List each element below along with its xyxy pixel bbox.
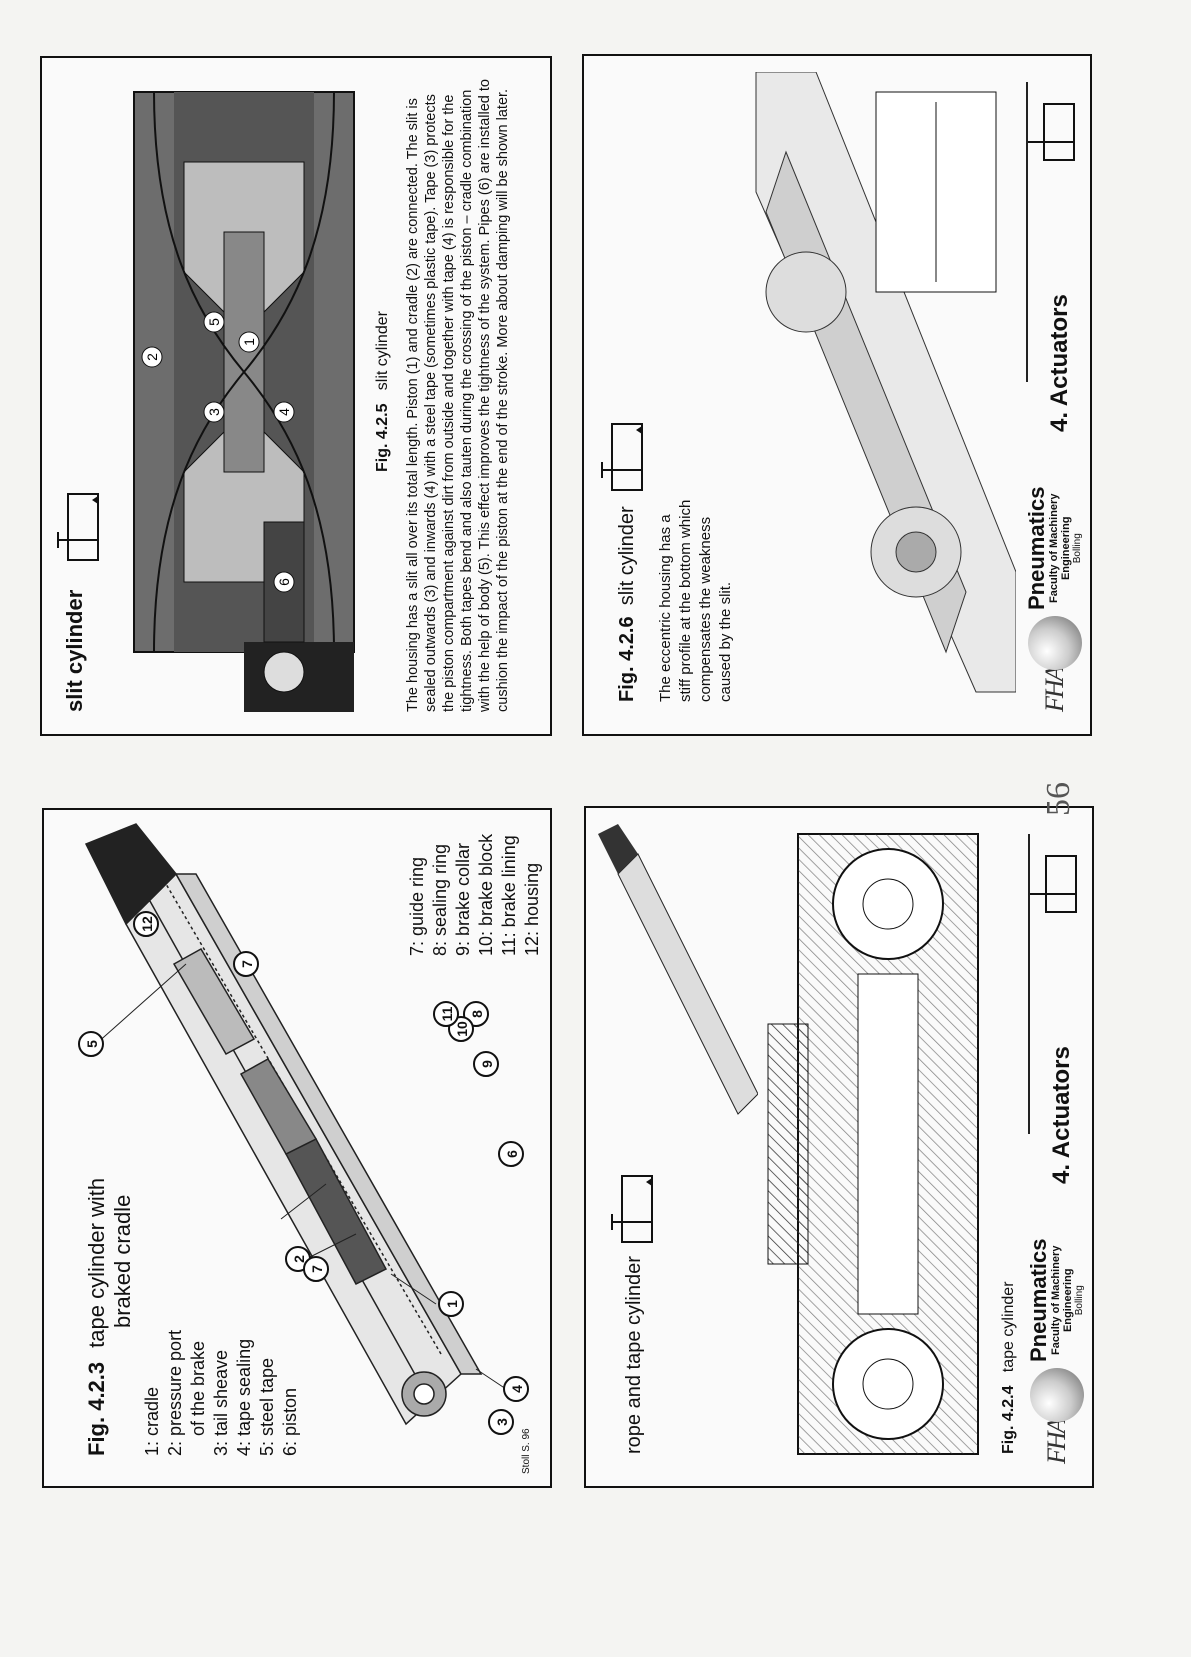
callout-3: 3	[206, 408, 222, 416]
brand-block: Pneumatics Faculty of Machinery Engineer…	[1026, 1238, 1085, 1363]
tape-cylinder-section-drawing	[767, 833, 979, 1455]
cylinder-symbol-footer	[1030, 855, 1077, 913]
cylinder-symbol	[611, 1175, 653, 1243]
slide-tape-cylinder-braked: Fig. 4.2.3tape cylinder with braked crad…	[42, 808, 552, 1488]
chapter-label: 4. Actuators	[1046, 294, 1073, 432]
slide-slit-cylinder-section: slit cylinder	[40, 56, 552, 736]
callout-4: 4	[503, 1376, 529, 1402]
callout-1: 1	[438, 1291, 464, 1317]
brand-block: Pneumatics Faculty of Machinery Engineer…	[1024, 486, 1083, 611]
cylinder-symbol-footer	[1028, 103, 1075, 161]
callout-4: 4	[276, 408, 292, 416]
callout-9: 9	[473, 1051, 499, 1077]
callout-7: 7	[233, 951, 259, 977]
slide-footer: FHA Pneumatics Faculty of Machinery Engi…	[1024, 486, 1084, 713]
slit-cylinder-section-drawing: 1 2 3 4 5 6	[133, 91, 355, 712]
page-number: 56	[1040, 782, 1077, 816]
cylinder-symbol	[57, 493, 99, 561]
callout-7: 7	[303, 1256, 329, 1282]
callout-1: 1	[241, 338, 257, 346]
fig-4-2-6-title: Fig. 4.2.6 slit cylinder	[616, 506, 638, 702]
fig-4-2-4-caption: Fig. 4.2.4 tape cylinder	[1000, 1281, 1017, 1454]
eccentric-housing-drawing	[755, 72, 1016, 693]
rope-cylinder-sketch	[598, 824, 758, 1115]
footer-rule	[1026, 82, 1028, 382]
stars-globe-icon	[1028, 616, 1082, 670]
chapter-label: 4. Actuators	[1048, 1046, 1075, 1184]
callout-5: 5	[78, 1031, 104, 1057]
credit-text: Stoll S. 96	[521, 1428, 532, 1474]
slide-footer: FHA Pneumatics Faculty of Machinery Engi…	[1026, 1238, 1086, 1465]
fha-logo: FHA	[1040, 667, 1069, 712]
tape-cylinder-drawing	[84, 823, 507, 1426]
fig-4-2-5-caption: Fig. 4.2.5 slit cylinder	[374, 311, 391, 472]
slide-rope-tape-cylinder: rope and tape cylinder	[584, 806, 1094, 1488]
callout-5: 5	[206, 318, 222, 326]
stars-globe-icon	[1030, 1368, 1084, 1422]
cylinder-symbol	[601, 423, 643, 491]
callout-12: 12	[133, 911, 159, 937]
slide-heading: rope and tape cylinder	[623, 1256, 645, 1454]
description-paragraph: The housing has a slit all over its tota…	[405, 79, 511, 712]
callout-3: 3	[488, 1409, 514, 1435]
callout-11: 11	[433, 1001, 459, 1027]
callout-6: 6	[276, 578, 292, 586]
fha-logo: FHA	[1042, 1419, 1071, 1464]
slide-slit-cylinder-eccentric: Fig. 4.2.6 slit cylinder The eccentric h…	[582, 54, 1092, 736]
callout-2: 2	[144, 353, 160, 361]
slide-heading: slit cylinder	[62, 589, 87, 712]
callout-6: 6	[498, 1141, 524, 1167]
footer-rule	[1028, 834, 1030, 1134]
